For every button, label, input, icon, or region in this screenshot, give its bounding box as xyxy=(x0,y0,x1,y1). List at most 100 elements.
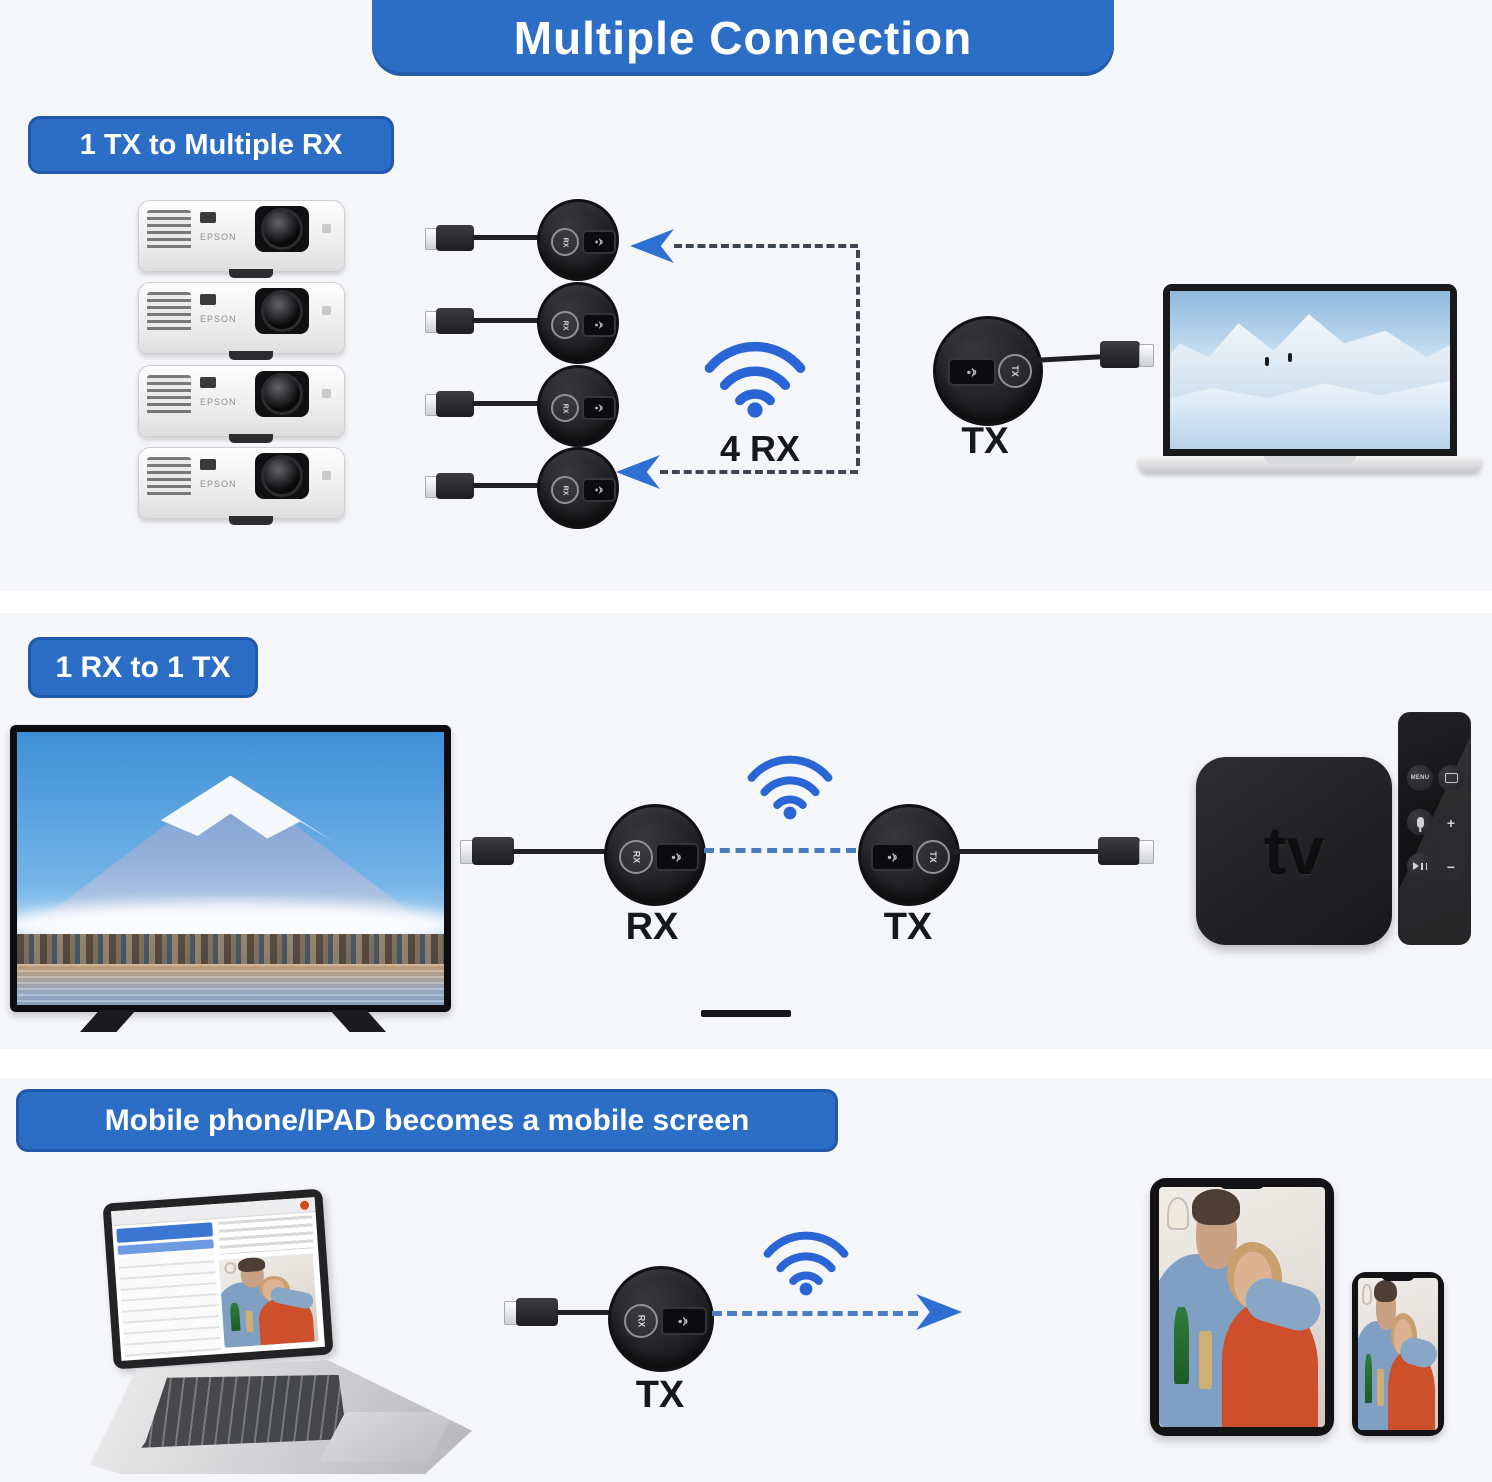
tv-logo: tv xyxy=(1263,813,1325,889)
dongle-cable xyxy=(512,849,606,854)
photo-man-hair xyxy=(1374,1279,1398,1303)
projector-lens-ring xyxy=(261,208,303,250)
mail-inline-photo xyxy=(218,1252,319,1348)
antenna-signal-icon xyxy=(661,1307,707,1335)
projector-foot xyxy=(229,434,274,443)
projector-button xyxy=(200,212,216,223)
hdmi-connector xyxy=(436,473,474,499)
photo-lamp xyxy=(1167,1196,1189,1231)
remote-menu-button: MENU xyxy=(1407,765,1433,791)
remote-play-pause-button xyxy=(1407,853,1433,879)
rx-receiver-puck: RX xyxy=(537,365,619,447)
projector-foot xyxy=(229,269,274,278)
photo-couple xyxy=(1358,1278,1438,1430)
projector: EPSON xyxy=(138,278,345,360)
mail-app-window xyxy=(111,1197,325,1361)
projector-lens-ring xyxy=(261,373,303,415)
play-pause-icon xyxy=(1413,862,1427,870)
projector-foot xyxy=(229,516,274,525)
projector-lens xyxy=(255,453,309,499)
remote-volume-rocker: + − xyxy=(1438,809,1464,881)
projector-lens xyxy=(255,371,309,417)
antenna-signal-icon xyxy=(582,478,616,502)
phone-notch xyxy=(1381,1272,1415,1281)
dashed-route-segment xyxy=(674,244,858,248)
volume-up-label: + xyxy=(1446,815,1456,831)
photo-man-hair xyxy=(237,1257,266,1273)
projector-marking xyxy=(322,389,331,398)
volume-down-label: − xyxy=(1446,859,1456,875)
tx-pairing-button: TX xyxy=(916,840,950,874)
hdmi-connector xyxy=(436,225,474,251)
remote-mic-button xyxy=(1407,809,1433,835)
macbook-laptop xyxy=(70,1180,480,1480)
rx-pairing-button: RX xyxy=(551,311,579,339)
photo-drink-glass xyxy=(1377,1369,1384,1406)
dongle-cable xyxy=(556,1310,614,1315)
tx-pairing-button: TX xyxy=(998,354,1032,388)
penguin xyxy=(1287,352,1292,362)
tx-transmitter-puck: TX xyxy=(933,316,1043,426)
rx-receiver-puck: RX xyxy=(537,447,619,529)
section-label-mobile: Mobile phone/IPAD becomes a mobile scree… xyxy=(16,1089,838,1152)
antenna-signal-icon xyxy=(582,313,616,337)
laptop-keyboard xyxy=(141,1374,348,1448)
fuji-lake xyxy=(17,964,444,1005)
tablet-screen xyxy=(1159,1187,1325,1427)
projector-lens-ring xyxy=(261,290,303,332)
page-title: Multiple Connection xyxy=(372,0,1114,76)
remote-tv-button xyxy=(1438,765,1464,791)
projector: EPSON xyxy=(138,361,345,443)
projector-lens xyxy=(255,288,309,334)
microphone-icon xyxy=(1416,816,1424,828)
dongle-cable xyxy=(952,849,1100,854)
hdmi-connector xyxy=(472,837,514,865)
photo-lamp xyxy=(1362,1284,1373,1306)
rx-pairing-button: RX xyxy=(551,394,579,422)
projector-vent xyxy=(147,457,191,497)
mail-message-list xyxy=(118,1250,221,1358)
hdmi-connector xyxy=(436,391,474,417)
laptop-base xyxy=(89,1360,472,1474)
tv-image-mount-fuji xyxy=(17,732,444,1005)
rx-caption: RX xyxy=(625,906,679,948)
tx-transmitter-puck: TX xyxy=(858,804,960,906)
tx-caption: TX xyxy=(635,1374,685,1416)
projector-foot xyxy=(229,351,274,360)
dashed-wireless-link xyxy=(704,848,856,853)
wifi-count-caption: 4 RX xyxy=(719,428,801,469)
laptop-screen xyxy=(102,1188,334,1370)
hdmi-connector xyxy=(1139,344,1154,367)
hdmi-connector xyxy=(516,1298,558,1326)
dashed-route-segment xyxy=(660,470,858,474)
rx-receiver-puck: RX xyxy=(604,804,706,906)
rx-receiver-puck: RX xyxy=(537,199,619,281)
projector-marking xyxy=(322,224,331,233)
photo-beer-bottle xyxy=(1173,1307,1189,1384)
wifi-icon xyxy=(742,742,838,820)
wifi-icon xyxy=(698,326,812,418)
iceberg-ridge xyxy=(1170,314,1450,399)
photo-couple xyxy=(1159,1187,1325,1427)
section-label-tx-multi: 1 TX to Multiple RX xyxy=(28,116,394,174)
photo-couple xyxy=(218,1252,319,1348)
rx-pairing-button: RX xyxy=(551,228,579,256)
fuji-town xyxy=(17,934,444,967)
mail-body-text xyxy=(218,1215,315,1255)
projector-brand-label: EPSON xyxy=(200,232,237,242)
projector-marking xyxy=(322,306,331,315)
projector-button xyxy=(200,377,216,388)
tv-screen-icon xyxy=(1444,773,1458,783)
photo-drink-glass xyxy=(244,1310,254,1332)
penguin xyxy=(1265,357,1270,367)
photo-man-hair xyxy=(1192,1189,1241,1226)
laptop-screen xyxy=(1163,284,1457,456)
section-label-one-to-one: 1 RX to 1 TX xyxy=(28,637,258,698)
hdmi-connector xyxy=(1098,837,1140,865)
tv-chin xyxy=(701,1010,791,1017)
projector-marking xyxy=(322,471,331,480)
photo-lamp xyxy=(223,1261,237,1275)
antenna-signal-icon xyxy=(582,230,616,254)
hdmi-connector xyxy=(436,308,474,334)
